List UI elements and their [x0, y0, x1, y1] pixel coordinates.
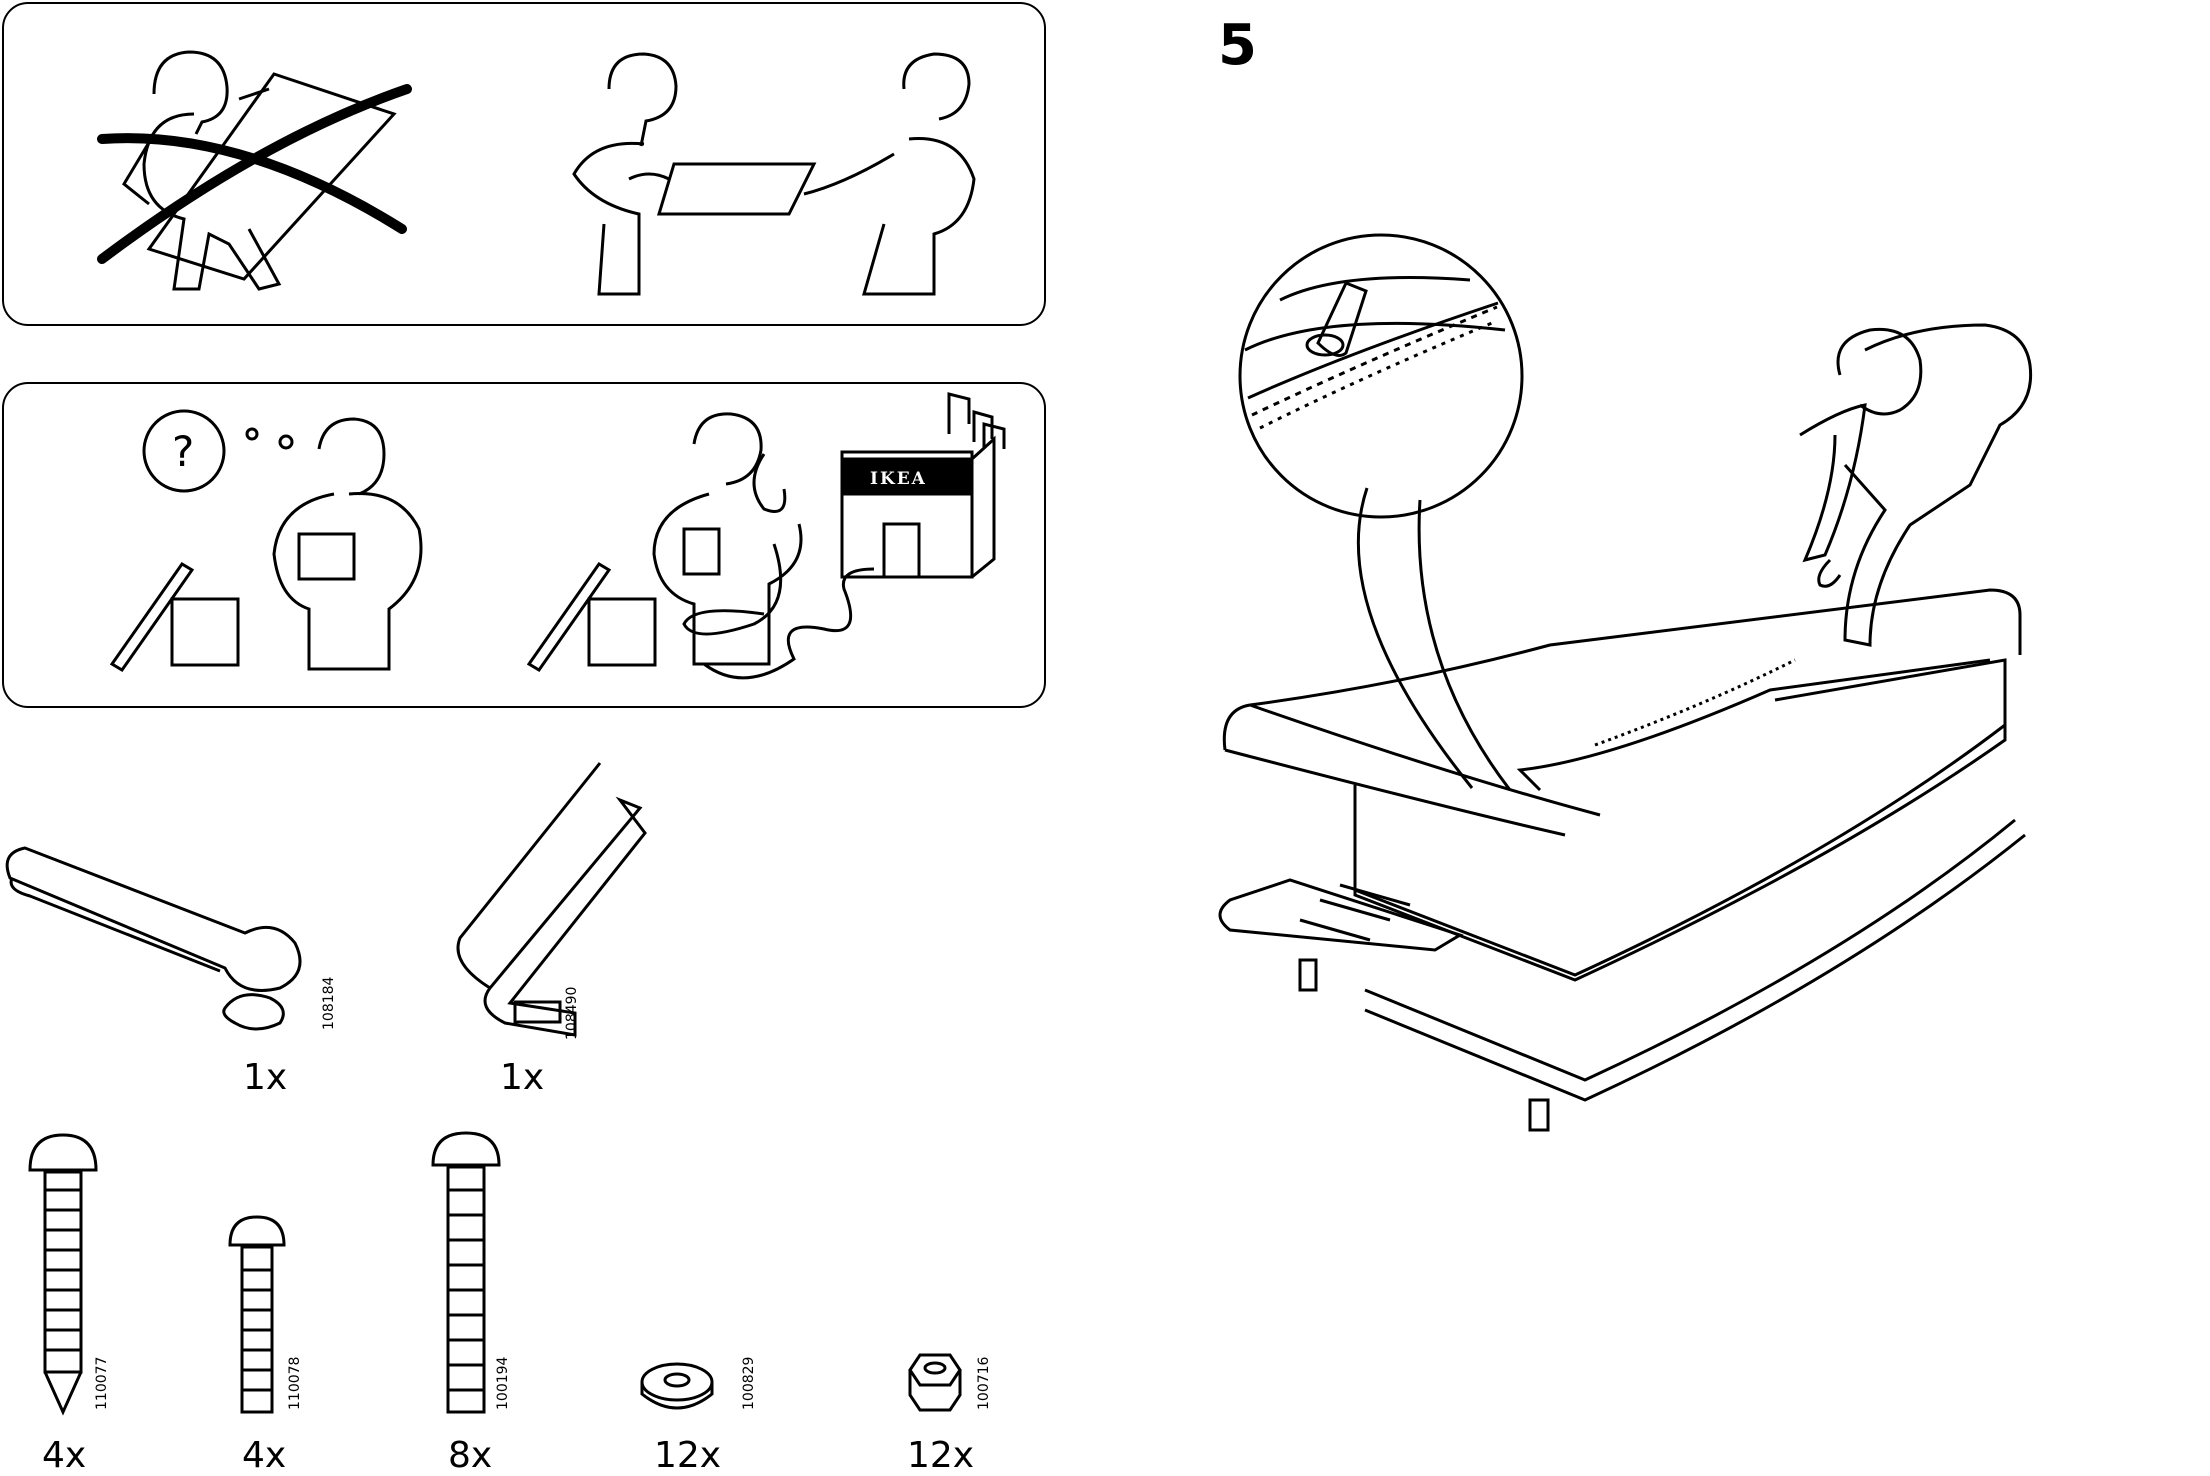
long-screw-icon [433, 1133, 499, 1412]
quantity-long-screw-pointed: 4x [42, 1438, 86, 1474]
mattress-icon [1224, 590, 2020, 980]
nut-icon [910, 1355, 960, 1410]
parts-list: 1x 1x 4x 4x 8x 12x 12x 108184 108490 110… [0, 760, 1100, 1468]
quantity-short-screw: 4x [242, 1438, 286, 1474]
safety-illustration [4, 4, 1044, 324]
code-nut: 100716 [977, 1357, 991, 1410]
code-allen-key: 108490 [565, 987, 579, 1040]
step-number: 5 [1218, 18, 1257, 74]
ring-spanner-icon [7, 848, 300, 1029]
code-long-screw: 100194 [496, 1357, 510, 1410]
safety-panel [2, 2, 1046, 326]
help-illustration: ? IKEA [4, 384, 1044, 706]
quantity-allen-key: 1x [500, 1060, 544, 1096]
store-sign: IKEA [870, 469, 927, 489]
single-person-carrying-icon [124, 52, 394, 289]
long-screw-pointed-icon [30, 1135, 96, 1412]
two-people-carrying-icon [574, 54, 974, 294]
prohibited-cross-icon [102, 89, 407, 259]
store-building-icon [704, 394, 1004, 678]
code-long-screw-pointed: 110077 [95, 1357, 109, 1410]
parts-illustration [0, 760, 1100, 1468]
short-screw-icon [230, 1217, 284, 1412]
zipper-closeup-icon [1240, 235, 1522, 790]
allen-key-icon [458, 763, 645, 1035]
bed-frame-icon [1220, 820, 2025, 1130]
person-on-phone-icon [654, 414, 801, 664]
question-mark: ? [172, 427, 194, 476]
question-bubble-icon [144, 411, 292, 491]
quantity-long-screw: 8x [448, 1438, 492, 1474]
code-washer: 100829 [742, 1357, 756, 1410]
open-box-icon [112, 564, 655, 670]
washer-icon [642, 1364, 712, 1408]
code-short-screw: 110078 [288, 1357, 302, 1410]
confused-person-icon [274, 419, 421, 669]
code-ring-spanner: 108184 [322, 977, 336, 1030]
quantity-washer: 12x [654, 1438, 721, 1474]
quantity-ring-spanner: 1x [243, 1060, 287, 1096]
person-zipping-icon [1800, 325, 2031, 645]
assembly-illustration [1200, 220, 2200, 1230]
help-panel: ? IKEA [2, 382, 1046, 708]
quantity-nut: 12x [907, 1438, 974, 1474]
